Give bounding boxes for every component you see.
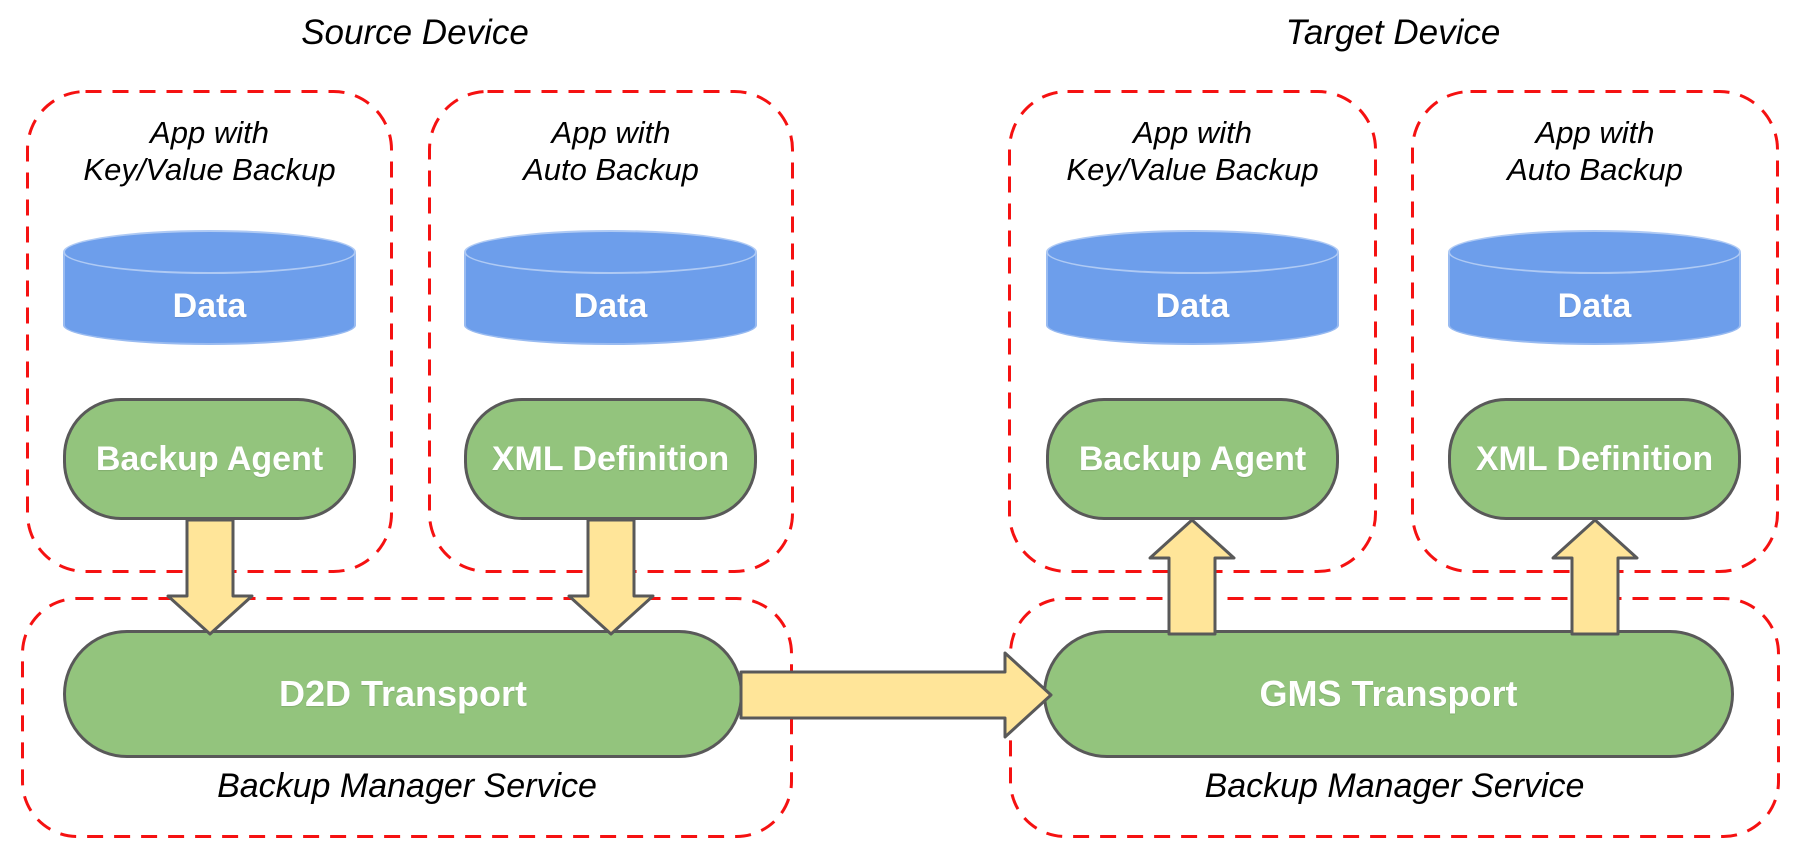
app-label-line2: Key/Value Backup xyxy=(1066,152,1319,187)
data-cylinder-top xyxy=(464,230,757,274)
xml-definition-pill: XML Definition xyxy=(464,398,757,520)
service-box-dashed-border xyxy=(21,597,793,838)
data-cylinder-label: Data xyxy=(172,287,247,325)
backup-agent-pill: Backup Agent xyxy=(63,398,356,520)
app-box-source-keyvalue: App with Key/Value Backup Data Backup Ag… xyxy=(26,90,393,573)
data-cylinder-top xyxy=(1448,230,1741,274)
data-cylinder-label: Data xyxy=(1155,287,1230,325)
app-box-dashed-border xyxy=(428,90,794,573)
xml-definition-pill: XML Definition xyxy=(1448,398,1741,520)
data-cylinder: Data xyxy=(464,230,757,345)
arrow-backup-agent-to-d2d-transport xyxy=(166,518,254,636)
app-label: App with Auto Backup xyxy=(1411,114,1779,188)
app-box-target-auto: App with Auto Backup Data XML Definition xyxy=(1411,90,1779,573)
arrow-d2d-transport-to-gms-transport xyxy=(739,651,1053,739)
app-label-line2: Key/Value Backup xyxy=(83,152,336,187)
app-label-line1: App with xyxy=(1535,115,1655,150)
data-cylinder: Data xyxy=(63,230,356,345)
gms-transport-pill: GMS Transport xyxy=(1043,630,1734,758)
app-label: App with Key/Value Backup xyxy=(26,114,393,188)
app-box-dashed-border xyxy=(26,90,393,573)
app-label-line1: App with xyxy=(150,115,269,150)
app-label-line1: App with xyxy=(1133,115,1252,150)
data-cylinder-top xyxy=(63,230,356,274)
service-label: Backup Manager Service xyxy=(1204,767,1585,805)
service-label: Backup Manager Service xyxy=(217,767,597,805)
data-cylinder-label: Data xyxy=(573,287,648,325)
data-cylinder-top xyxy=(1046,230,1339,274)
app-label: App with Auto Backup xyxy=(428,114,794,188)
data-cylinder-label: Data xyxy=(1557,287,1632,325)
d2d-transport-pill: D2D Transport xyxy=(63,630,743,758)
app-label-line2: Auto Backup xyxy=(523,152,699,187)
app-label-line2: Auto Backup xyxy=(1507,152,1683,187)
arrow-xml-definition-to-d2d-transport xyxy=(567,518,655,636)
data-cylinder: Data xyxy=(1046,230,1339,345)
app-box-target-keyvalue: App with Key/Value Backup Data Backup Ag… xyxy=(1008,90,1377,573)
target-device-title: Target Device xyxy=(1285,13,1501,52)
app-box-source-auto: App with Auto Backup Data XML Definition xyxy=(428,90,794,573)
backup-agent-pill: Backup Agent xyxy=(1046,398,1339,520)
arrow-gms-transport-to-backup-agent xyxy=(1148,518,1236,636)
app-label: App with Key/Value Backup xyxy=(1008,114,1377,188)
arrow-gms-transport-to-xml-definition xyxy=(1551,518,1639,636)
app-label-line1: App with xyxy=(551,115,671,150)
source-device-title: Source Device xyxy=(301,13,529,52)
data-cylinder: Data xyxy=(1448,230,1741,345)
service-box-target: GMS Transport Backup Manager Service xyxy=(1009,597,1780,838)
service-box-source: D2D Transport Backup Manager Service xyxy=(21,597,793,838)
